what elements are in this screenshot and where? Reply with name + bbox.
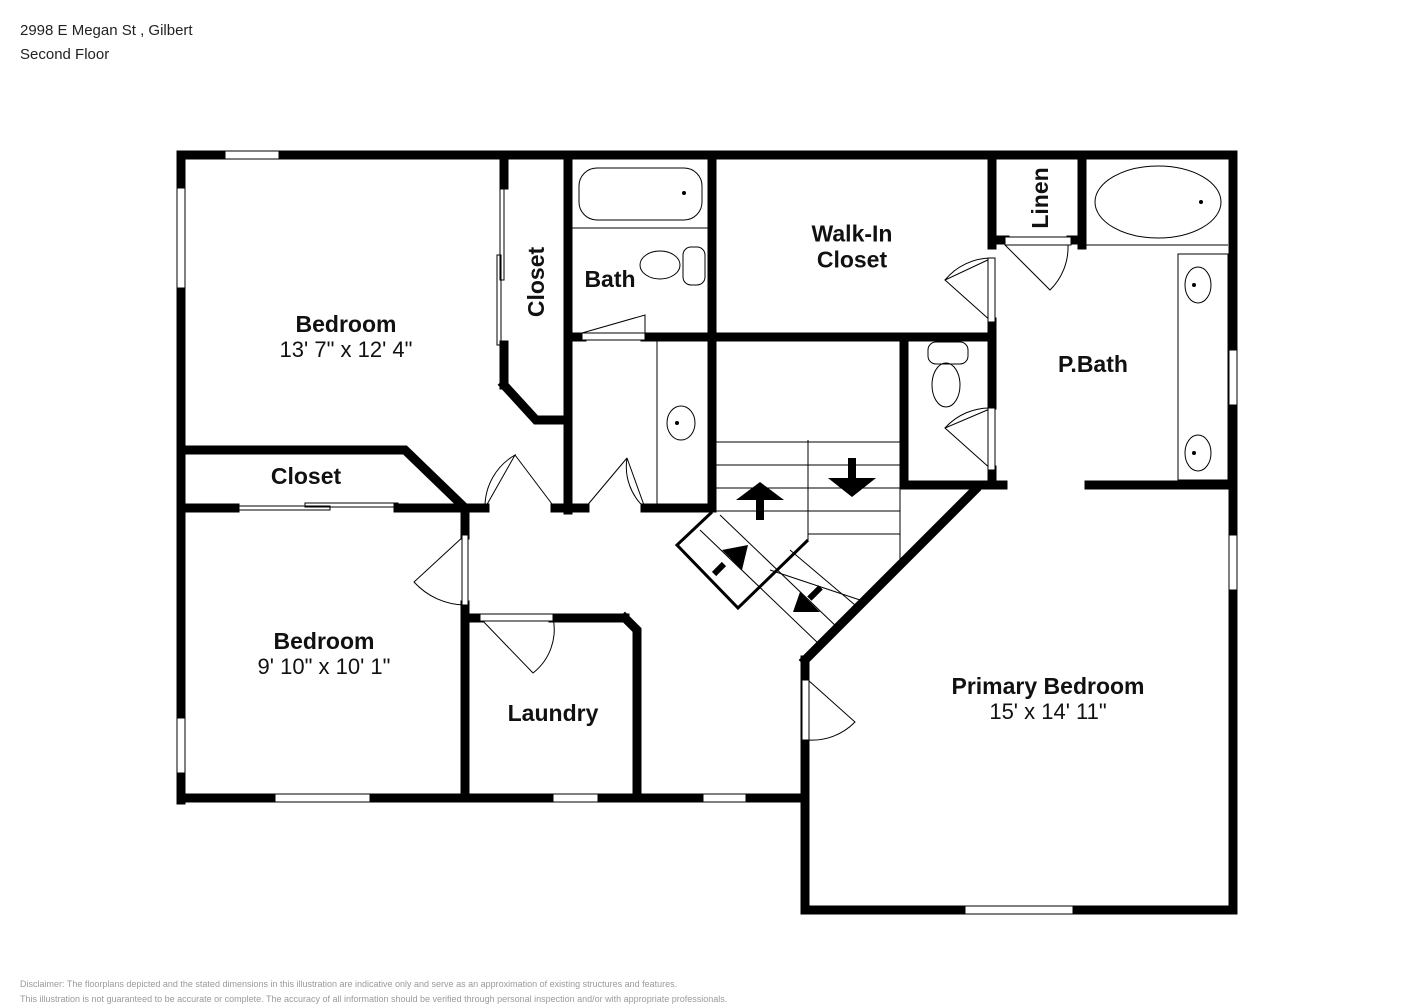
stair-arrows [675,191,1203,612]
windows [176,150,1238,915]
room-walk-in-closet: Walk-In Closet [812,221,893,274]
room-name-line2: Closet [816,247,888,273]
property-address: 2998 E Megan St , Gilbert [20,22,193,39]
room-bath: Bath [584,265,636,292]
room-primary-bedroom: Primary Bedroom 15' x 14' 11" [951,673,1144,725]
room-bedroom-2: Bedroom 9' 10" x 10' 1" [258,628,391,680]
room-linen: Linen [1026,167,1053,229]
door-swings [413,236,1072,741]
room-bedroom-1: Bedroom 13' 7" x 12' 4" [280,311,413,363]
room-name: Bedroom [273,628,375,655]
room-laundry: Laundry [507,699,599,726]
room-dimensions: 15' x 14' 11" [989,699,1107,725]
room-name: Bedroom [295,311,397,338]
floor-label: Second Floor [20,46,110,63]
room-name-line1: Walk-In [811,220,893,247]
room-name: Primary Bedroom [951,673,1145,700]
disclaimer-line-2: This illustration is not guaranteed to b… [20,994,728,1004]
fixtures [572,165,1229,646]
disclaimer-line-1: Disclaimer: The floorplans depicted and … [20,979,678,989]
room-dimensions: 13' 7" x 12' 4" [279,337,413,363]
room-dimensions: 9' 10" x 10' 1" [257,654,391,680]
room-closet-1: Closet [522,246,549,318]
room-closet-2: Closet [270,462,342,489]
sliding-doors [234,184,505,511]
room-primary-bath: P.Bath [1058,350,1128,377]
